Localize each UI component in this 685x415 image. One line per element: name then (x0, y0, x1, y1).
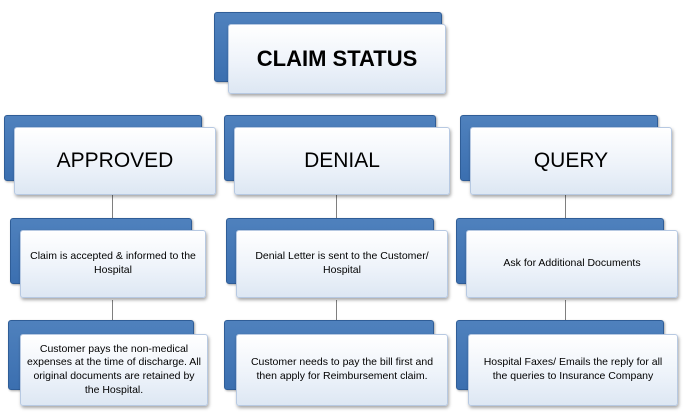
approved-node: APPROVED (4, 115, 216, 195)
denial-heading: DENIAL (304, 149, 380, 172)
connector-query-2 (565, 300, 566, 322)
query-step1-text: Ask for Additional Documents (503, 257, 641, 270)
query-step1-node: Ask for Additional Documents (456, 218, 678, 300)
denial-step2-node: Customer needs to pay the bill first and… (224, 320, 448, 408)
connector-denial-1 (336, 192, 337, 222)
connector-denial-2 (336, 300, 337, 322)
approved-step1-text: Claim is accepted & informed to the Hosp… (30, 250, 196, 276)
denial-step1-text: Denial Letter is sent to the Customer/ H… (255, 250, 429, 276)
query-step2-node: Hospital Faxes/ Emails the reply for all… (456, 320, 678, 408)
denial-step2-text: Customer needs to pay the bill first and… (250, 356, 434, 382)
connector-query-1 (565, 192, 566, 222)
denial-step1-node: Denial Letter is sent to the Customer/ H… (226, 218, 448, 300)
approved-step1-node: Claim is accepted & informed to the Hosp… (10, 218, 206, 300)
claim-status-title: CLAIM STATUS (256, 46, 418, 71)
approved-heading: APPROVED (56, 149, 174, 172)
approved-step2-text: Customer pays the non-medical expenses a… (27, 342, 201, 396)
query-heading: QUERY (533, 149, 609, 172)
query-node: QUERY (460, 115, 672, 195)
claim-status-node: CLAIM STATUS (214, 12, 446, 98)
denial-node: DENIAL (224, 115, 450, 195)
query-step2-text: Hospital Faxes/ Emails the reply for all… (483, 356, 663, 382)
connector-approved-2 (112, 300, 113, 322)
approved-step2-node: Customer pays the non-medical expenses a… (8, 320, 208, 408)
connector-approved-1 (112, 192, 113, 222)
